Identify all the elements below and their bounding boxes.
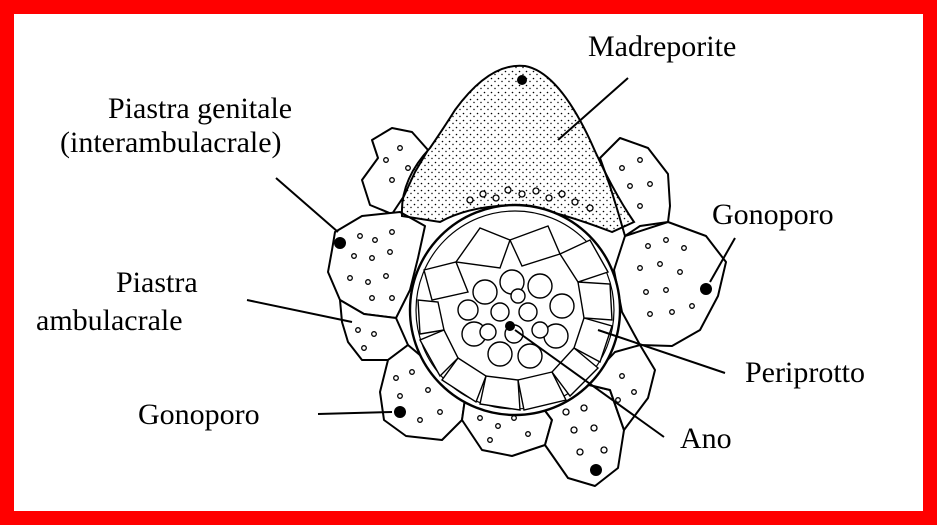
label-ambulacral-plate-1: Piastra: [116, 266, 198, 299]
leader-gonopore-left: [318, 412, 392, 414]
gonopore-bottom-right: [590, 464, 602, 476]
gonopore-right: [700, 283, 712, 295]
anus-dot: [505, 321, 515, 331]
label-periproct: Periprotto: [745, 356, 865, 389]
leader-genital-plate: [276, 178, 338, 232]
label-gonopore-left: Gonoporo: [138, 398, 260, 431]
gonopore-bottom-left: [394, 406, 406, 418]
label-anus: Ano: [680, 422, 732, 455]
label-genital-plate-2: (interambulacrale): [60, 126, 282, 159]
leader-ambulacral-plate: [247, 300, 352, 322]
label-madreporite: Madreporite: [588, 30, 736, 63]
label-genital-plate-1: Piastra genitale: [108, 92, 292, 125]
gonopore-left-genital: [334, 237, 346, 249]
madreporite-dot: [517, 75, 527, 85]
label-gonopore-right: Gonoporo: [712, 198, 834, 231]
label-ambulacral-plate-2: ambulacrale: [36, 304, 183, 337]
